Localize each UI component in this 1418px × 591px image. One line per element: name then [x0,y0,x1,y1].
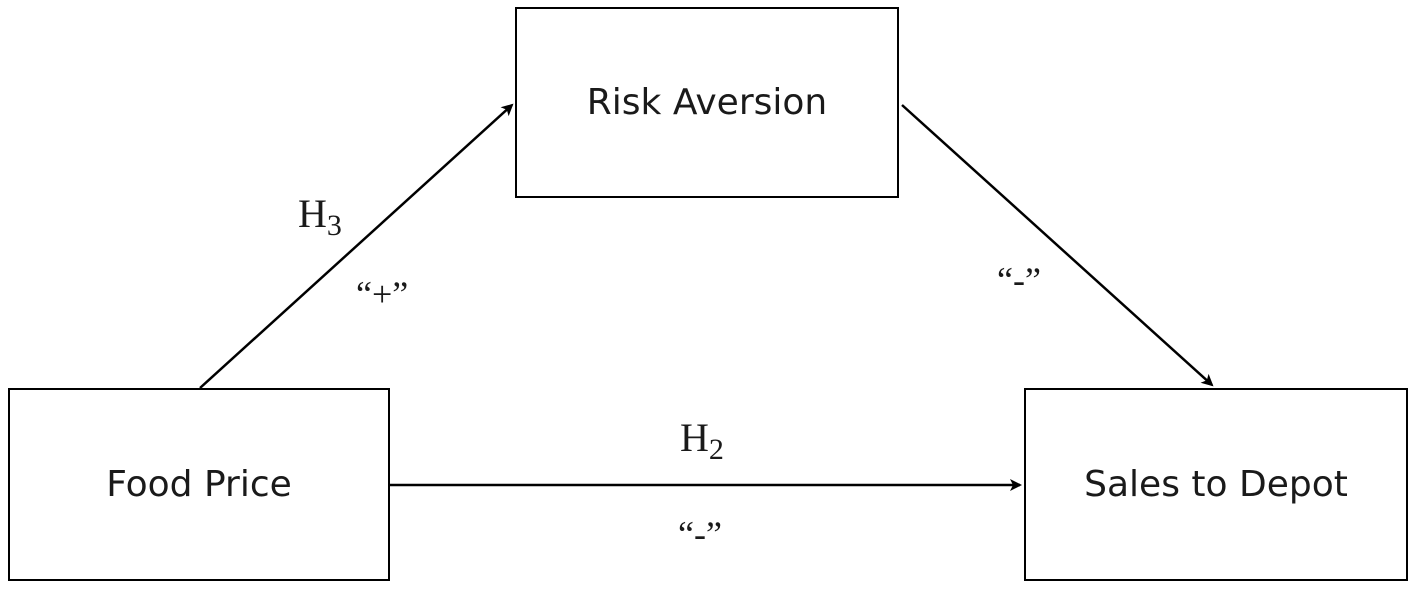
node-sales-to-depot: Sales to Depot [1024,388,1408,581]
arrow-risk-to-sales [901,104,1214,387]
hypothesis-h2-subscript: 2 [708,433,724,466]
arrow-food-to-risk [199,103,514,389]
hypothesis-h2-letter: H [680,415,709,460]
node-risk-aversion: Risk Aversion [515,7,899,198]
hypothesis-h3-sign: “+” [356,274,409,314]
node-food-price-label: Food Price [106,464,292,505]
hypothesis-h2-sign: “-” [678,514,722,554]
hypothesis-h3-subscript: 3 [326,209,342,242]
node-sales-to-depot-label: Sales to Depot [1084,464,1348,505]
hypothesis-h3-label: H3 [298,194,342,241]
node-risk-aversion-label: Risk Aversion [586,82,828,123]
hypothesis-h2-label: H2 [680,418,724,465]
node-food-price: Food Price [8,388,390,581]
hypothesis-h3-letter: H [298,191,327,236]
risk-to-sales-sign: “-” [997,260,1041,300]
